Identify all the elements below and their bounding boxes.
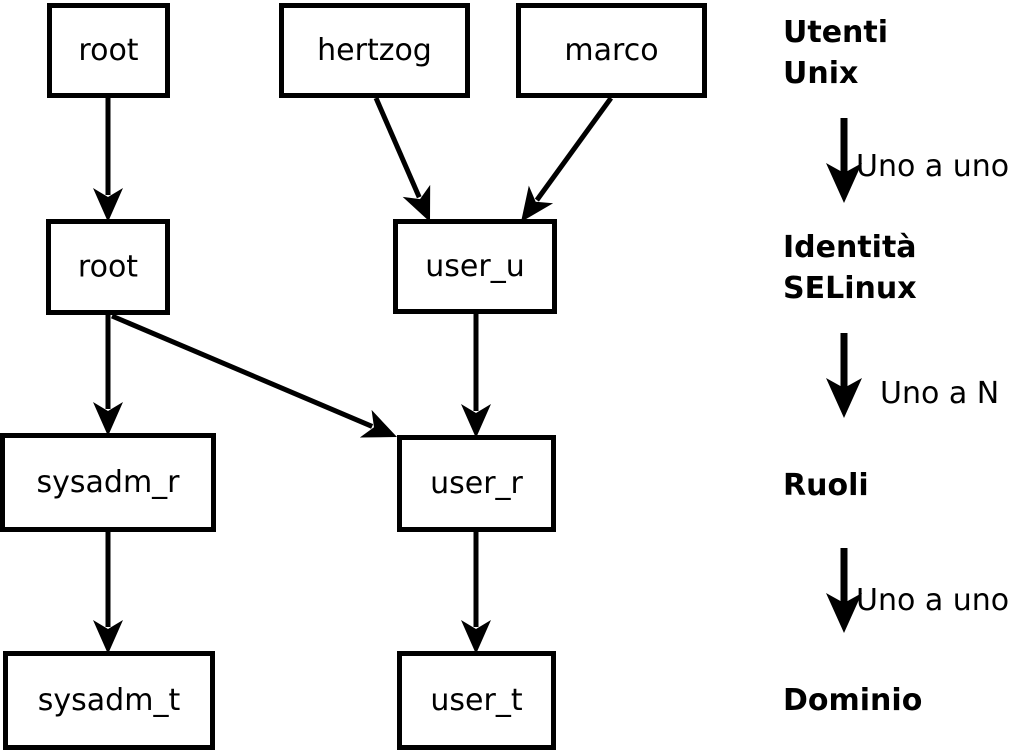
legend-heading-line: Identità [783, 230, 917, 265]
arrowhead-icon [521, 185, 554, 222]
node-dom_sysadm[interactable]: sysadm_t [3, 651, 215, 750]
legend-heading-line: Ruoli [783, 468, 869, 503]
node-id_root[interactable]: root [46, 219, 170, 315]
arrowhead-icon [359, 409, 397, 438]
node-box [397, 435, 556, 532]
edge-shaft [534, 96, 614, 202]
node-box [0, 433, 216, 532]
node-label: root [78, 250, 138, 285]
node-box [47, 3, 170, 98]
legend-heading-line: Unix [783, 56, 858, 91]
legend-arrow-label: Uno a uno [856, 149, 1009, 184]
node-label: user_t [430, 683, 522, 718]
legend-arrow-label: Uno a N [880, 376, 999, 411]
edge-role_user-to-dom_user [461, 532, 491, 654]
node-label: root [78, 33, 138, 68]
node-box [393, 219, 557, 314]
node-id_user_u[interactable]: user_u [393, 219, 557, 314]
edge-role_sysadm-to-dom_sysadm [93, 532, 123, 654]
edges-layer [93, 96, 614, 654]
legend-arrowhead-icon [826, 163, 862, 203]
nodes-layer: root hertzog marco root user_u sysadm_r user_r… [0, 3, 707, 750]
arrowhead-icon [461, 620, 491, 654]
edge-unix_marco-to-id_user_u [521, 96, 614, 222]
node-box [397, 651, 556, 750]
legend-arrowhead-icon [826, 593, 862, 633]
node-box [279, 3, 470, 98]
legend-heading-line: Dominio [783, 683, 922, 718]
arrowhead-icon [402, 184, 431, 222]
legend-ruoli: Ruoli [783, 468, 869, 503]
node-dom_user[interactable]: user_t [397, 651, 556, 750]
legend-heading-line: SELinux [783, 271, 917, 306]
node-box [516, 3, 707, 98]
edge-shaft [373, 97, 422, 199]
edge-id_root-to-role_user [111, 313, 397, 438]
legend-arrowhead-icon [826, 378, 862, 418]
node-label: user_u [425, 249, 524, 284]
edge-unix_root-to-id_root [93, 98, 123, 222]
edge-id_user_u-to-role_user [461, 314, 491, 438]
node-unix_root[interactable]: root [47, 3, 170, 98]
legend-arrow-1: Uno a uno [826, 118, 1009, 203]
node-box [46, 219, 170, 315]
legend-dominio: Dominio [783, 683, 922, 718]
node-label: user_r [430, 466, 523, 501]
node-unix_hertzog[interactable]: hertzog [279, 3, 470, 98]
node-label: marco [564, 33, 658, 68]
edge-id_root-to-role_sysadm [93, 315, 123, 436]
arrowhead-icon [93, 188, 123, 222]
node-box [3, 651, 215, 750]
edge-shaft [111, 313, 374, 429]
legend-arrow-label: Uno a uno [856, 583, 1009, 618]
legend-arrow-2: Uno a N [826, 333, 999, 418]
node-role_user[interactable]: user_r [397, 435, 556, 532]
arrowhead-icon [93, 402, 123, 436]
arrowhead-icon [461, 404, 491, 438]
legend-arrow-3: Uno a uno [826, 548, 1009, 633]
node-label: sysadm_t [38, 683, 181, 718]
arrowhead-icon [93, 620, 123, 654]
node-unix_marco[interactable]: marco [516, 3, 707, 98]
legend-heading-line: Utenti [783, 15, 888, 50]
node-label: hertzog [317, 33, 432, 68]
node-label: sysadm_r [37, 465, 181, 500]
node-role_sysadm[interactable]: sysadm_r [0, 433, 216, 532]
edge-unix_hertzog-to-id_user_u [373, 97, 431, 222]
